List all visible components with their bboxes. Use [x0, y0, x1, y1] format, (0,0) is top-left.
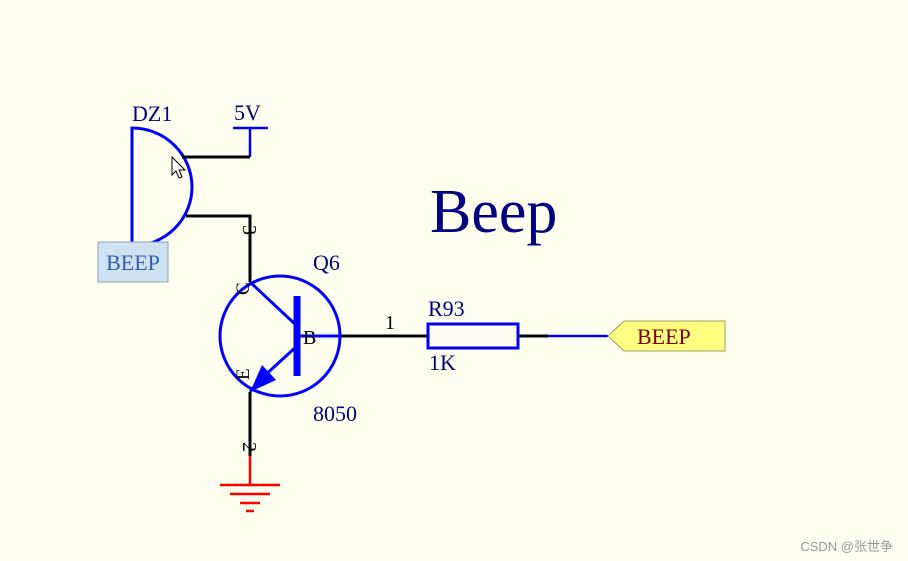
pin-number-1: 1 — [385, 312, 395, 334]
schematic-title: Beep — [430, 178, 557, 246]
pin-label-e: E — [233, 368, 254, 380]
port-beep[interactable] — [607, 320, 726, 352]
supply-label: 5V — [234, 100, 261, 125]
resistor-value: 1K — [429, 350, 456, 375]
transistor-part: 8050 — [313, 401, 357, 426]
buzzer-body — [130, 126, 194, 248]
ground-icon — [220, 456, 280, 513]
resistor-designator: R93 — [428, 296, 465, 321]
wires — [182, 155, 608, 456]
pin-label-b: B — [303, 327, 316, 349]
resistor-symbol[interactable] — [426, 322, 520, 350]
pin-label-c: C — [233, 282, 254, 295]
buzzer-net-box[interactable] — [97, 241, 169, 283]
watermark: CSDN @张世争 — [800, 539, 893, 554]
buzzer-symbol[interactable] — [130, 126, 194, 248]
buzzer-designator: DZ1 — [132, 101, 172, 126]
transistor-symbol[interactable] — [218, 274, 342, 398]
transistor-collector-lead — [248, 280, 299, 328]
pin-number-2: 2 — [238, 442, 260, 452]
port-label: BEEP — [637, 324, 691, 349]
pin-number-3: 3 — [238, 225, 260, 235]
buzzer-net-label: BEEP — [106, 250, 160, 275]
mouse-cursor-icon — [171, 155, 187, 179]
emitter-arrow-icon — [250, 365, 276, 392]
transistor-designator: Q6 — [313, 250, 340, 275]
wire-buzzer-collector — [186, 214, 252, 282]
